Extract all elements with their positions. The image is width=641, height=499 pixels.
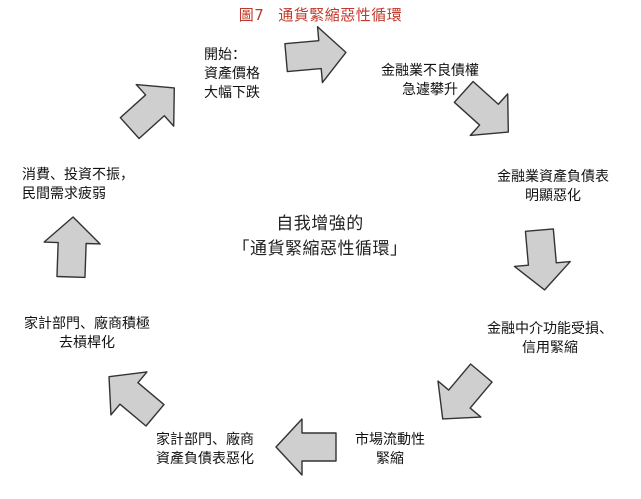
node-deleverage: 家計部門、廠商積極 去槓桿化 [12,315,162,353]
node-bad-debt-line2: 急遽攀升 [402,82,458,98]
figure-number: 圖7 [238,6,265,24]
node-intermediation: 金融中介功能受損、 信用緊縮 [470,320,630,358]
center-caption-line2: 「通貨緊縮惡性循環」 [232,239,408,259]
node-balance-sheet-line2: 明顯惡化 [525,188,581,204]
diagram-title: 圖7 通貨緊縮惡性循環 [0,4,641,25]
node-liquidity-line1: 市場流動性 [355,432,425,448]
node-bad-debt: 金融業不良債權 急遽攀升 [360,62,500,100]
node-start-line2: 資產價格 [204,66,260,82]
arrow-bad-debt-to-balance-sheet [453,80,509,137]
node-intermediation-line2: 信用緊縮 [522,340,578,356]
node-household-bs-line1: 家計部門、廠商 [156,432,254,448]
node-balance-sheet: 金融業資產負債表 明顯惡化 [478,168,628,206]
node-household-bs: 家計部門、廠商 資產負債表惡化 [140,431,270,469]
node-start-line1: 開始： [204,47,246,63]
node-deleverage-line1: 家計部門、廠商積極 [24,316,150,332]
arrow-deleverage-to-demand [43,216,101,279]
node-start: 開始： 資產價格 大幅下跌 [204,46,260,103]
center-caption: 自我增強的 「通貨緊縮惡性循環」 [200,212,440,262]
node-demand-line1: 消費、投資不振， [22,167,134,183]
node-balance-sheet-line1: 金融業資產負債表 [497,169,609,185]
node-start-line3: 大幅下跌 [204,85,260,101]
node-intermediation-line1: 金融中介功能受損、 [487,321,613,337]
arrow-balance-sheet-to-intermediation [513,228,571,291]
node-deleverage-line2: 去槓桿化 [59,335,115,351]
arrow-liquidity-to-household-bs [275,418,337,476]
arrow-household-bs-to-deleverage [108,371,165,427]
node-demand-line2: 民間需求疲弱 [22,186,106,202]
node-demand: 消費、投資不振， 民間需求疲弱 [22,166,134,204]
node-household-bs-line2: 資產負債表惡化 [156,451,254,467]
arrow-demand-to-start [119,83,175,140]
center-caption-line1: 自我增強的 [276,214,364,234]
node-liquidity-line2: 緊縮 [376,451,404,467]
node-bad-debt-line1: 金融業不良債權 [381,63,479,79]
node-liquidity: 市場流動性 緊縮 [350,431,430,469]
figure-title: 通貨緊縮惡性循環 [278,6,403,24]
arrow-intermediation-to-liquidity [437,363,493,420]
arrow-start-to-bad-debt [284,26,347,84]
